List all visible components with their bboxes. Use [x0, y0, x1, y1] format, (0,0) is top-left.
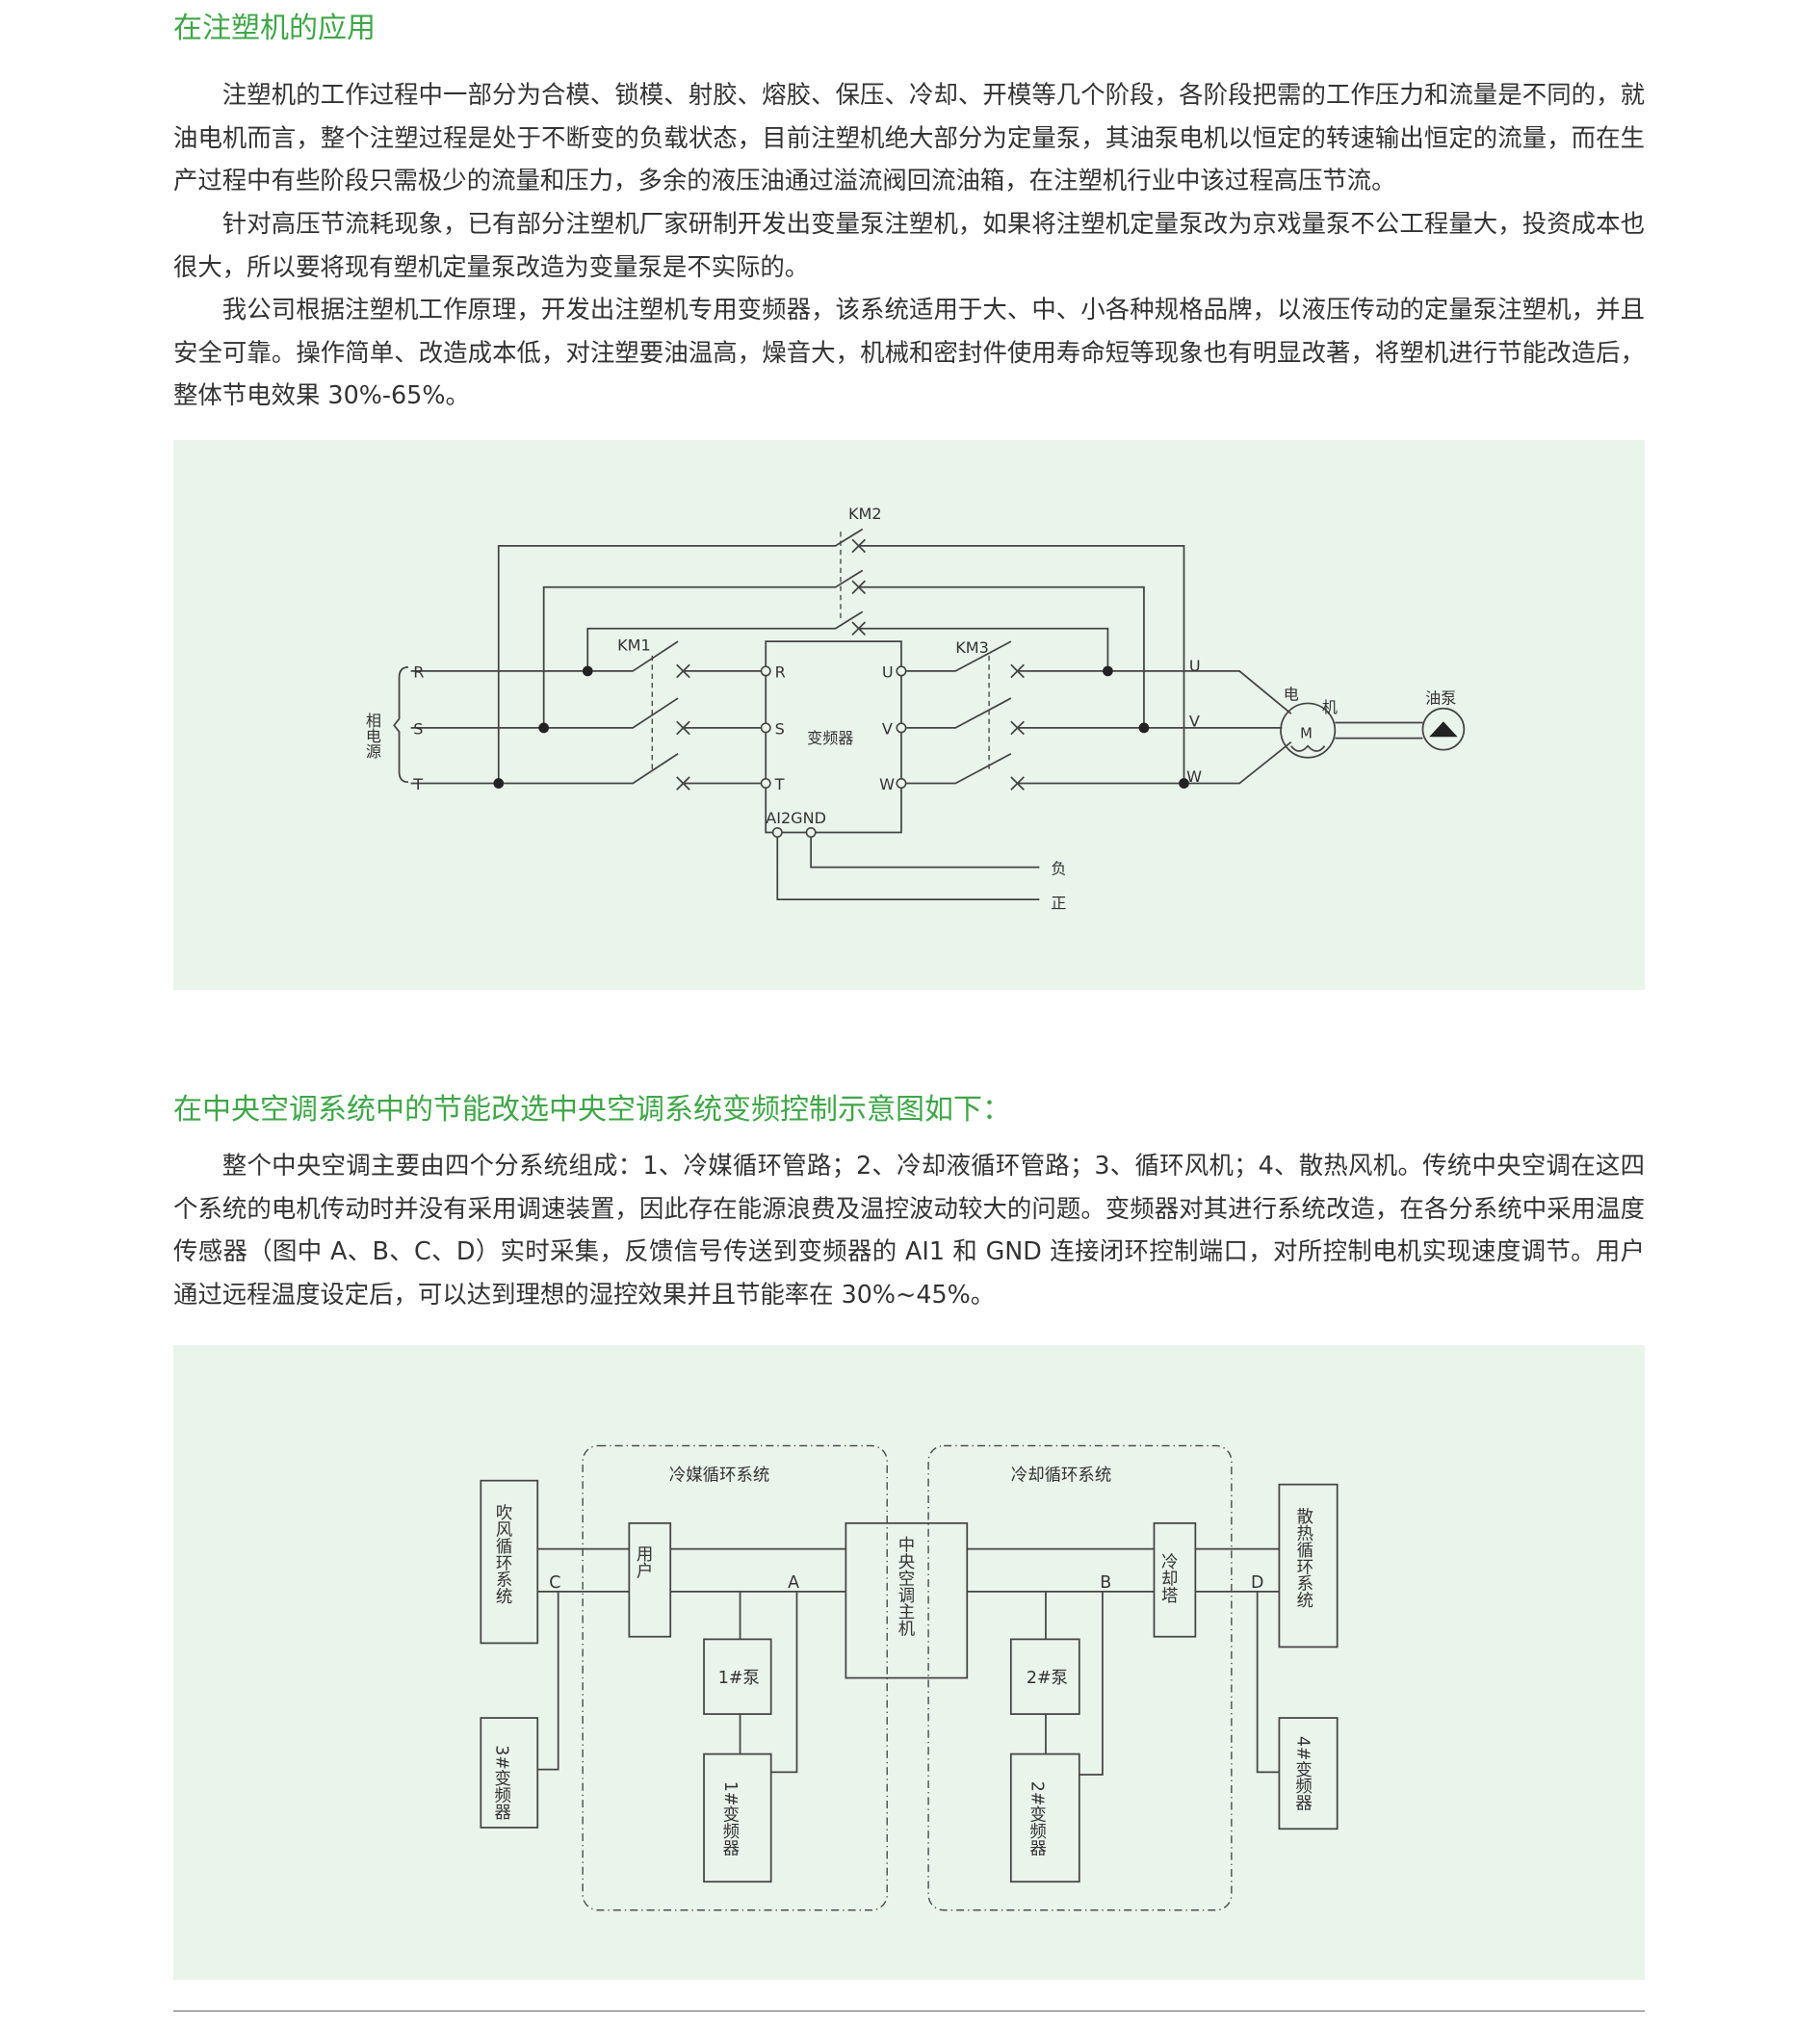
- boxes: [480, 1479, 1339, 1883]
- label-negative: 负: [1051, 859, 1066, 877]
- divider: [173, 2011, 1645, 2012]
- label-cooling-tower: 冷却塔: [1158, 1553, 1178, 1603]
- label-pump-1: 1#泵: [718, 1669, 760, 1688]
- junction-dots: [493, 665, 1189, 789]
- label-km2: KM2: [848, 505, 882, 523]
- labels: KM2 KM1 KM3 相电源 R S T R S T 变频器 U V W AI…: [363, 505, 1456, 913]
- label-inv-t: T: [774, 775, 785, 793]
- section-title-injection: 在注塑机的应用: [173, 12, 376, 45]
- label-motor-w: W: [1186, 767, 1202, 786]
- label-inv-r: R: [775, 663, 786, 682]
- label-in-s: S: [413, 720, 423, 739]
- sensor-b: B: [1100, 1573, 1111, 1593]
- label-out-u: U: [882, 663, 894, 682]
- hvac-control-diagram: 吹风循环系统 3#变频器 冷媒循环系统 冷却循环系统 用户 中央空调主机 1#泵…: [173, 1345, 1645, 1980]
- loop-boundaries: [582, 1444, 1233, 1911]
- labels: 吹风循环系统 3#变频器 冷媒循环系统 冷却循环系统 用户 中央空调主机 1#泵…: [492, 1467, 1313, 1856]
- label-inverter-3: 3#变频器: [492, 1745, 511, 1820]
- label-power: 相电源: [363, 713, 381, 760]
- paragraph: 我公司根据注塑机工作原理，开发出注塑机专用变频器，该系统适用于大、中、小各种规格…: [173, 295, 1645, 409]
- label-inverter-1: 1#变频器: [720, 1781, 740, 1856]
- paragraph: 注塑机的工作过程中一部分为合模、锁模、射胶、熔胶、保压、冷却、开模等几个阶段，各…: [173, 80, 1645, 195]
- label-inverter-2: 2#变频器: [1027, 1781, 1047, 1856]
- contact-marks: [676, 538, 1025, 791]
- label-host: 中央空调主机: [896, 1536, 915, 1636]
- label-positive: 正: [1051, 895, 1066, 913]
- wires: [393, 528, 1423, 901]
- label-in-t: T: [412, 775, 423, 793]
- terminals: [760, 665, 907, 838]
- label-in-r: R: [413, 663, 424, 682]
- label-inv-s: S: [775, 720, 785, 739]
- label-user: 用户: [634, 1545, 653, 1579]
- sensor-a: A: [788, 1573, 799, 1593]
- label-pump-2: 2#泵: [1027, 1669, 1068, 1688]
- motor-icon: [1280, 702, 1337, 759]
- label-ai-gnd: AI2GND: [766, 809, 826, 827]
- label-heat-system: 散热循环系统: [1294, 1508, 1313, 1608]
- label-out-w: W: [879, 775, 895, 793]
- label-blow-system: 吹风循环系统: [493, 1504, 512, 1604]
- label-motor-1: 电: [1284, 685, 1299, 703]
- sensor-c: C: [549, 1573, 560, 1593]
- label-motor-u: U: [1189, 657, 1201, 675]
- label-inverter: 变频器: [807, 729, 853, 747]
- label-km1: KM1: [617, 636, 651, 654]
- sensor-d: D: [1251, 1573, 1263, 1593]
- label-motor-m: M: [1300, 726, 1313, 742]
- injection-wiring-diagram: KM2 KM1 KM3 相电源 R S T R S T 变频器 U V W AI…: [173, 440, 1645, 990]
- label-inverter-4: 4#变频器: [1293, 1736, 1313, 1811]
- label-pump: 油泵: [1425, 688, 1456, 707]
- label-motor-2: 机: [1322, 698, 1338, 716]
- pipes: [537, 1547, 1280, 1776]
- label-motor-v: V: [1189, 713, 1200, 731]
- pump-icon: [1421, 707, 1466, 751]
- label-cooling-loop: 冷却循环系统: [1011, 1467, 1111, 1486]
- label-km3: KM3: [955, 638, 989, 657]
- section-title-hvac: 在中央空调系统中的节能改选中央空调系统变频控制示意图如下：: [173, 1093, 1011, 1127]
- label-out-v: V: [882, 720, 893, 739]
- label-refrigerant-loop: 冷媒循环系统: [669, 1467, 769, 1486]
- paragraph: 针对高压节流耗现象，已有部分注塑机厂家研制开发出变量泵注塑机，如果将注塑机定量泵…: [173, 209, 1645, 281]
- paragraph: 整个中央空调主要由四个分系统组成：1、冷媒循环管路；2、冷却液循环管路；3、循环…: [173, 1151, 1645, 1309]
